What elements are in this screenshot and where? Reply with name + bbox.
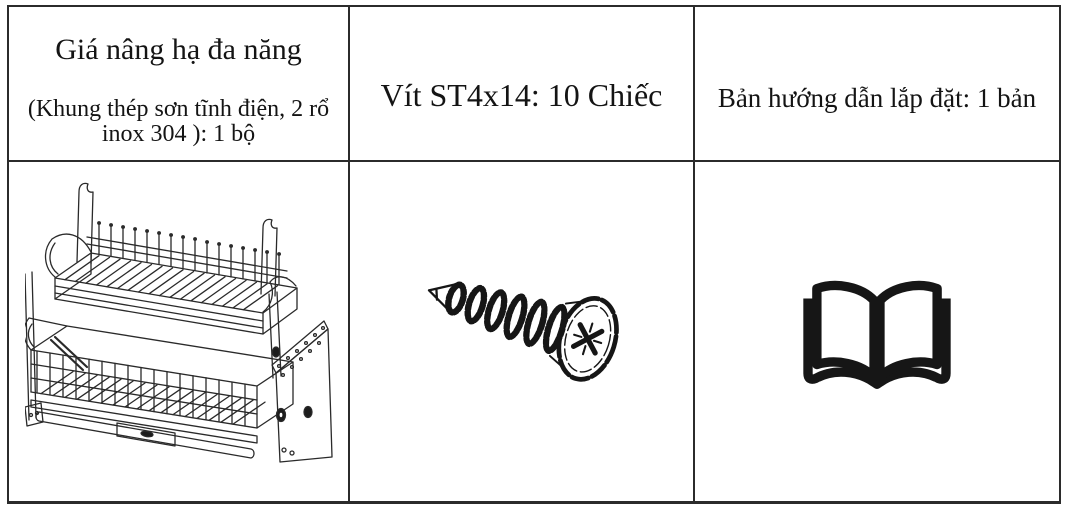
screw-title: Vít ST4x14: 10 Chiếc	[380, 77, 663, 113]
parts-table: Giá nâng hạ đa năng (Khung thép sơn tĩnh…	[7, 5, 1061, 504]
screw-drawing	[427, 281, 619, 382]
manual-title: Bản hướng dẫn lắp đặt: 1 bản	[717, 83, 1037, 113]
rack-subtitle-line2: inox 304 ): 1 bộ	[101, 121, 256, 147]
rack-subtitle-line1: (Khung thép sơn tĩnh điện, 2 rổ	[27, 96, 330, 122]
rack-title: Giá nâng hạ đa năng	[55, 33, 302, 66]
screw-header-cell: Vít ST4x14: 10 Chiếc	[350, 7, 695, 162]
open-book-icon	[803, 280, 951, 389]
rack-image-cell	[9, 162, 350, 501]
rack-subtitle: (Khung thép sơn tĩnh điện, 2 rổ inox 304…	[9, 97, 348, 147]
dish-rack-drawing	[25, 182, 333, 463]
rack-header-cell: Giá nâng hạ đa năng (Khung thép sơn tĩnh…	[9, 7, 350, 162]
screw-image-cell	[350, 162, 695, 501]
manual-image-cell	[695, 162, 1059, 501]
manual-header-cell: Bản hướng dẫn lắp đặt: 1 bản	[695, 7, 1059, 162]
